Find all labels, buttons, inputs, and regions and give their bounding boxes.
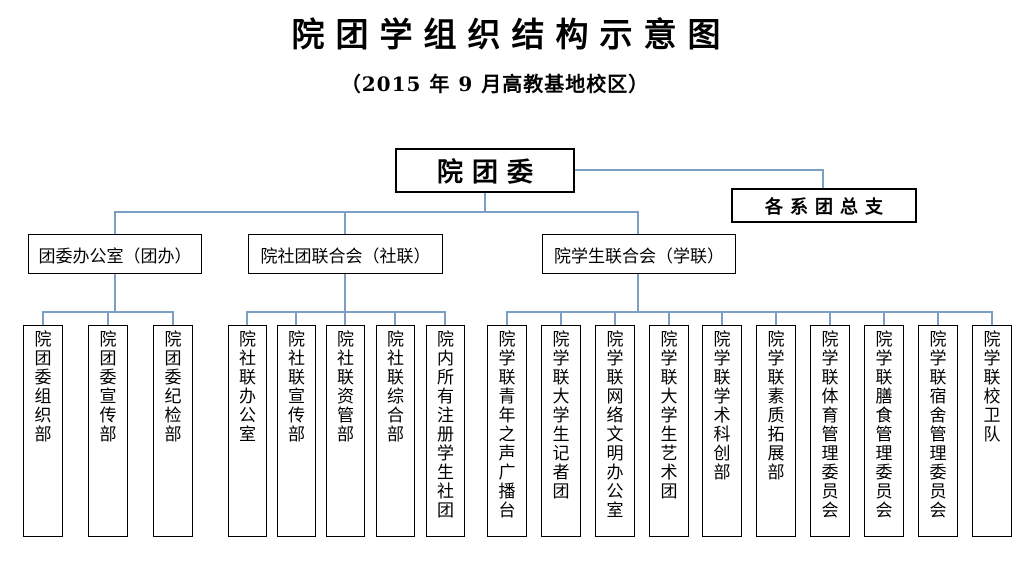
node-label: 院学联素质拓展部 [767,330,785,483]
connector-drop-g3-2 [560,311,562,325]
node-label: 院团委组织部 [34,330,52,445]
node-broadcast-station: 院学联青年之声广播台 [487,325,527,537]
node-label: 院学联膳食管理委员会 [875,330,893,521]
connector-drop-g3-10 [991,311,993,325]
node-dormitory-committee: 院学联宿舍管理委员会 [918,325,958,537]
node-student-federation: 院学生联合会（学联） [542,234,736,274]
connector-drop-g2-5 [444,311,446,325]
connector-bus-group-2 [246,311,446,313]
node-label: 院学联体育管理委员会 [821,330,839,521]
connector-riser-group-2 [344,274,346,312]
node-network-civilization-office: 院学联网络文明办公室 [595,325,635,537]
node-academic-innovation-dept: 院学联学术科创部 [702,325,742,537]
node-label: 院学联大学生艺术团 [660,330,678,502]
connector-drop-g3-3 [614,311,616,325]
node-label: 院团委纪检部 [164,330,182,445]
node-art-troupe: 院学联大学生艺术团 [649,325,689,537]
connector-drop-g2-2 [295,311,297,325]
node-label: 院社联资管部 [337,330,354,445]
node-label: 院社联综合部 [387,330,404,445]
node-label: 院学联大学生记者团 [552,330,570,502]
node-label: 院内所有注册学生社团 [437,330,454,521]
connector-drop-branch-3 [637,211,639,234]
chart-title: 院团学组织结构示意图 [291,15,732,54]
connector-drop-g2-4 [394,311,396,325]
node-label: 院学联校卫队 [983,330,1001,445]
connector-side-horizontal [573,169,824,171]
connector-top-bus [114,211,639,213]
node-shelian-publicity: 院社联宣传部 [277,325,316,537]
node-label: 院团委宣传部 [99,330,117,445]
connector-drop-g2-3 [344,311,346,325]
node-label: 院学联学术科创部 [713,330,731,483]
node-department-league-branches: 各系团总支 [731,188,917,223]
connector-drop-g1-1 [42,311,44,325]
connector-drop-g1-3 [172,311,174,325]
node-journalist-group: 院学联大学生记者团 [541,325,581,537]
connector-drop-branch-1 [114,211,116,234]
connector-drop-g3-8 [883,311,885,325]
node-shelian-office: 院社联办公室 [228,325,267,537]
node-discipline-dept: 院团委纪检部 [153,325,193,537]
node-shelian-general: 院社联综合部 [376,325,415,537]
chart-subtitle: （2015 年 9 月高教基地校区） [340,72,650,96]
connector-drop-g3-4 [668,311,670,325]
connector-drop-g1-2 [107,311,109,325]
node-publicity-dept: 院团委宣传部 [88,325,128,537]
connector-riser-group-1 [114,274,116,312]
connector-drop-g3-5 [721,311,723,325]
connector-riser-group-3 [637,274,639,312]
node-quality-development-dept: 院学联素质拓展部 [756,325,796,537]
connector-drop-g2-1 [246,311,248,325]
node-shelian-resources: 院社联资管部 [326,325,365,537]
connector-drop-g3-1 [506,311,508,325]
node-label: 院学联青年之声广播台 [498,330,516,521]
node-committee-office: 团委办公室（团办） [28,234,202,274]
connector-bus-group-3 [506,311,993,313]
node-registered-clubs: 院内所有注册学生社团 [426,325,465,537]
connector-drop-g3-6 [775,311,777,325]
node-label: 院社联办公室 [239,330,256,445]
connector-side-drop [822,169,824,188]
node-campus-guard: 院学联校卫队 [972,325,1012,537]
connector-drop-g3-7 [829,311,831,325]
node-label: 院学联网络文明办公室 [606,330,624,521]
connector-drop-g3-9 [937,311,939,325]
node-label: 院社联宣传部 [288,330,305,445]
node-dining-committee: 院学联膳食管理委员会 [864,325,904,537]
node-organization-dept: 院团委组织部 [23,325,63,537]
node-youth-league-committee: 院团委 [395,148,575,193]
node-sports-committee: 院学联体育管理委员会 [810,325,850,537]
connector-drop-branch-2 [344,211,346,234]
node-label: 院学联宿舍管理委员会 [929,330,947,521]
node-clubs-federation: 院社团联合会（社联） [248,234,443,274]
connector-root-riser [484,193,486,211]
